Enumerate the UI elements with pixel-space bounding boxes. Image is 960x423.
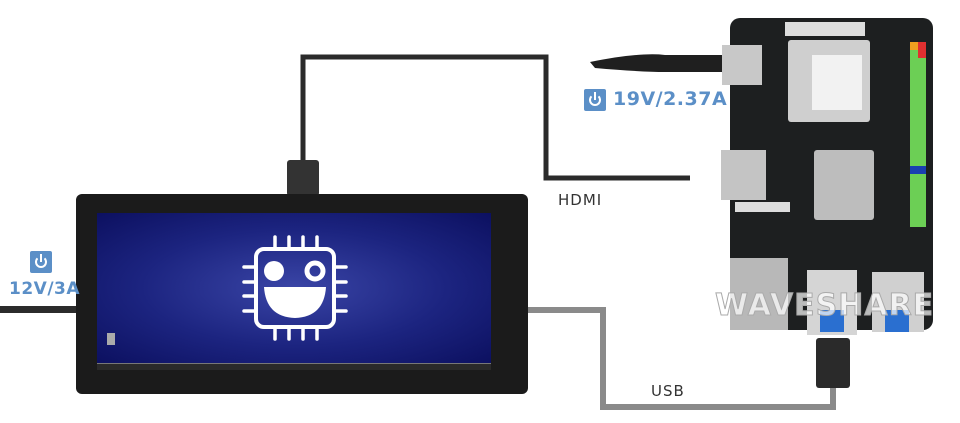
power-icon (30, 251, 52, 273)
hdmi-cable (300, 54, 690, 181)
display-power-label: 12V/3A (9, 279, 81, 299)
power-icon (584, 89, 606, 111)
single-board-computer (721, 18, 933, 335)
trash-desktop-icon[interactable] (107, 333, 115, 345)
display-screen (97, 213, 491, 363)
dc-barrel-cable (590, 54, 725, 72)
hdmi-connector (287, 160, 319, 196)
hdmi-label: HDMI (558, 191, 603, 209)
chip-smiley-logo-icon (242, 235, 348, 341)
taskbar (97, 363, 491, 370)
usb-label: USB (651, 382, 685, 400)
usb-cable (528, 307, 836, 410)
board-power-label: 19V/2.37A (613, 88, 728, 110)
watermark: WAVESHARE (714, 288, 935, 324)
usb-connector (816, 338, 850, 388)
display-power-cable (0, 306, 80, 313)
